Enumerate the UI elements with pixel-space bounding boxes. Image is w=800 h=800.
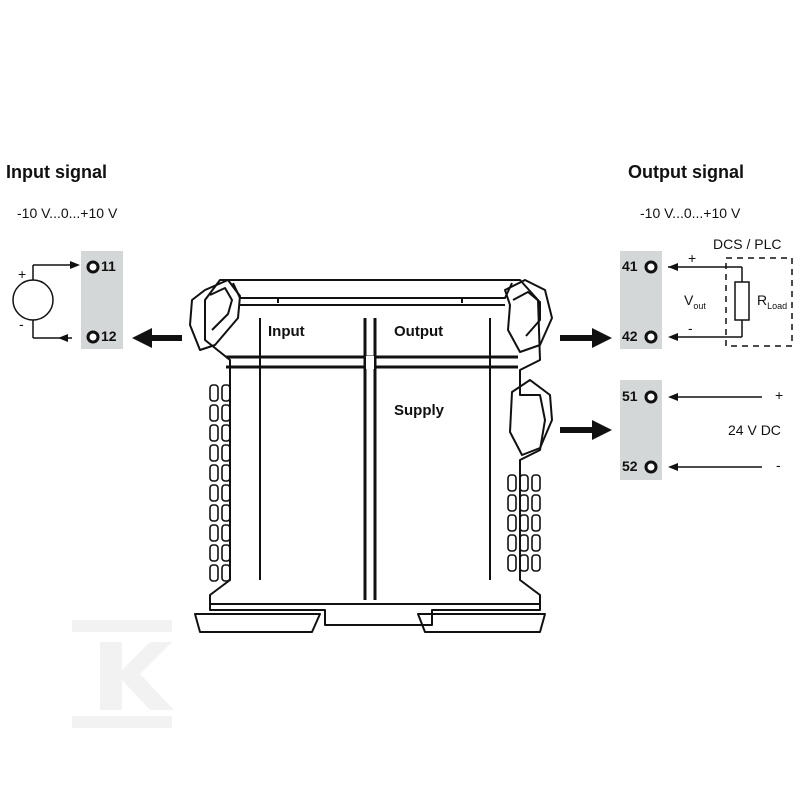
voltage-source-icon <box>12 264 78 339</box>
supply-minus-sign: - <box>776 457 781 473</box>
output-signal-heading: Output signal <box>628 162 744 182</box>
terminal-12-circle <box>86 330 100 344</box>
source-plus-sign: + <box>18 266 27 282</box>
output-connection-arrow <box>560 328 612 348</box>
terminal-11-circle <box>86 260 100 274</box>
terminal-51-circle <box>644 390 658 404</box>
vent-slots-left <box>209 384 231 582</box>
input-signal-heading: Input signal <box>6 162 107 182</box>
watermark-logo <box>72 620 174 728</box>
source-minus-sign: - <box>19 316 24 332</box>
output-signal-range: -10 V...0...+10 V <box>640 205 741 221</box>
supply-voltage-label: 24 V DC <box>728 422 781 438</box>
terminal-52-circle <box>644 460 658 474</box>
device-label-output: Output <box>394 323 444 340</box>
supply-connection-arrow <box>560 420 612 440</box>
vent-slots-right <box>507 474 541 572</box>
output-plus-sign: + <box>688 250 697 266</box>
input-connection-arrow <box>132 328 182 348</box>
device-label-supply: Supply <box>394 402 445 419</box>
terminal-42-circle <box>644 330 658 344</box>
terminal-42-label: 42 <box>622 328 638 344</box>
terminal-11-label: 11 <box>101 258 116 274</box>
device-label-input: Input <box>268 323 305 340</box>
dcs-plc-label: DCS / PLC <box>713 236 782 252</box>
terminal-41-label: 41 <box>622 258 638 274</box>
vout-label: Vout <box>684 292 706 311</box>
output-minus-sign: - <box>688 320 693 336</box>
output-load-circuit <box>668 257 793 347</box>
terminal-12-label: 12 <box>101 328 117 344</box>
terminal-51-label: 51 <box>622 388 638 404</box>
device-housing <box>189 279 553 633</box>
supply-plus-sign: + <box>775 387 784 403</box>
terminal-41-circle <box>644 260 658 274</box>
terminal-52-label: 52 <box>622 458 638 474</box>
input-signal-range: -10 V...0...+10 V <box>17 205 118 221</box>
rload-label: RLoad <box>757 292 788 311</box>
